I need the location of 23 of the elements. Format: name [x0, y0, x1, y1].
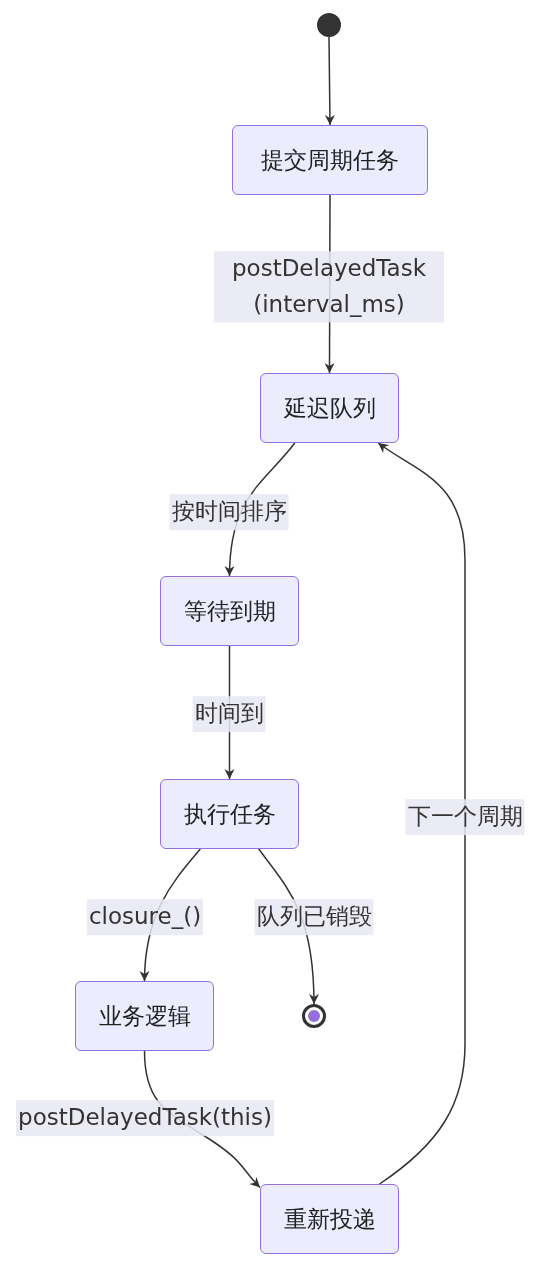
state-label: 业务逻辑	[98, 1001, 191, 1031]
end-state-circle	[302, 1004, 326, 1028]
state-label: 提交周期任务	[261, 145, 399, 175]
state-label: 执行任务	[183, 799, 276, 829]
state-box	[232, 125, 428, 195]
state-label: 重新投递	[283, 1204, 376, 1234]
state-box	[160, 779, 299, 849]
state-label: 等待到期	[183, 596, 276, 626]
state-box	[260, 1184, 399, 1254]
transition-arrow	[324, 36, 335, 126]
transition-arrow	[377, 442, 466, 1185]
state-box	[75, 981, 214, 1051]
state-box	[260, 373, 399, 443]
edge-label: 队列已销毁	[254, 899, 374, 935]
edge-label: closure_()	[86, 899, 204, 935]
start-state-circle	[317, 13, 341, 37]
edge-label: 下一个周期	[405, 799, 525, 835]
state-label: 延迟队列	[283, 393, 376, 423]
state-box	[160, 576, 299, 646]
edge-label: postDelayedTask(this)	[16, 1100, 274, 1136]
edge-label: postDelayedTask (interval_ms)	[214, 251, 444, 323]
edge-label: 按时间排序	[169, 494, 289, 530]
edge-label: 时间到	[192, 696, 266, 732]
